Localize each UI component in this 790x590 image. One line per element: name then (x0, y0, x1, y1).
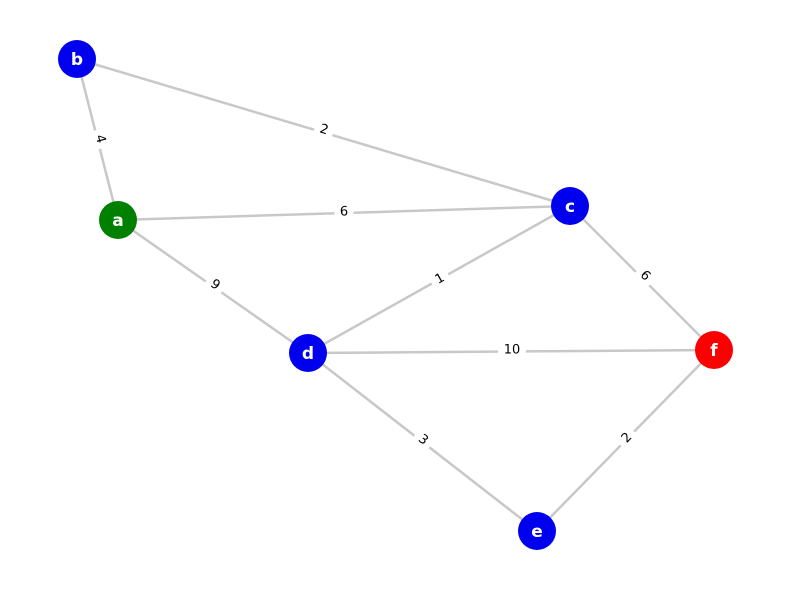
graph-node-a[interactable]: a (99, 201, 137, 239)
edge-weight-label: 6 (631, 262, 659, 290)
edge-label-background (427, 266, 453, 292)
edge-label-background (497, 340, 527, 360)
edge-labels-layer: 4 2 6 9 1 10 6 3 2 (88, 118, 659, 453)
edge-weight-label: 9 (202, 272, 228, 298)
edge-label-background (312, 118, 336, 142)
edges-layer (75, 57, 716, 533)
node-circle-a[interactable] (99, 201, 137, 239)
node-circle-d[interactable] (289, 334, 327, 372)
node-circle-f[interactable] (695, 331, 733, 369)
edge-label-background (409, 427, 437, 453)
graph-node-f[interactable]: f (695, 331, 733, 369)
edge-weight-label: 2 (312, 118, 336, 142)
graph-node-e[interactable]: e (518, 512, 556, 550)
edge-label-background (88, 127, 112, 151)
edge-weight-label: 4 (88, 127, 112, 151)
edge-label-background (613, 424, 641, 452)
edge-weight-label: 10 (497, 340, 527, 360)
graph-node-b[interactable]: b (58, 40, 96, 78)
nodes-layer: b a c d f e (58, 40, 733, 550)
edge-weight-label: 3 (409, 427, 437, 453)
edge-label-text: 10 (504, 342, 521, 357)
graph-node-d[interactable]: d (289, 334, 327, 372)
node-circle-e[interactable] (518, 512, 556, 550)
edge-label-background (202, 272, 228, 298)
edge-weight-label: 1 (427, 266, 453, 292)
edge-label-background (631, 262, 659, 290)
graph-node-c[interactable]: c (551, 187, 589, 225)
edge-weight-label: 2 (613, 424, 641, 452)
edge-label-text: 4 (92, 133, 109, 145)
node-circle-c[interactable] (551, 187, 589, 225)
node-circle-b[interactable] (58, 40, 96, 78)
edge-label-background (334, 202, 354, 222)
edge-label-text: 6 (340, 204, 349, 219)
edge-weight-label: 6 (334, 202, 354, 222)
edge-label-text: 2 (318, 122, 330, 139)
